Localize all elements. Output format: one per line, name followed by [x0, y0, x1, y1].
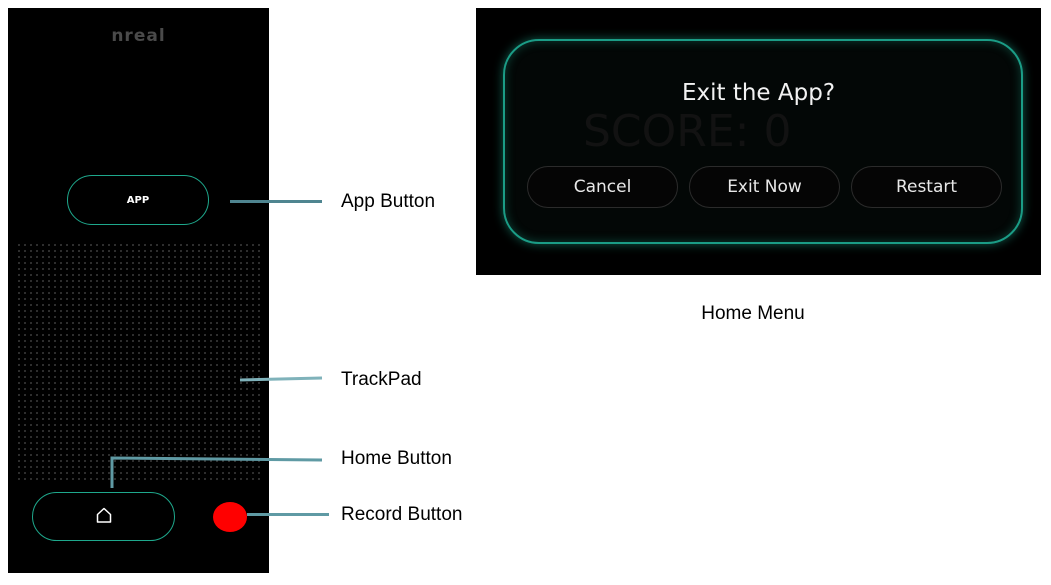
house-icon: [95, 506, 113, 527]
home-menu-panel: SCORE: 0 Exit the App? Cancel Exit Now R…: [476, 8, 1041, 275]
dialog-title: Exit the App?: [681, 80, 836, 106]
exit-now-button[interactable]: Exit Now: [689, 166, 840, 208]
app-button-label: App Button: [341, 191, 436, 212]
home-button[interactable]: [32, 492, 175, 541]
app-button[interactable]: APP: [67, 175, 209, 225]
trackpad-callout-line: [239, 376, 323, 382]
home-button-label: Home Button: [341, 448, 452, 469]
home-button-callout-line: [110, 456, 323, 488]
cancel-button[interactable]: Cancel: [527, 166, 678, 208]
record-button-callout-line: [247, 513, 329, 516]
exit-dialog: [503, 39, 1023, 244]
trackpad-label: TrackPad: [341, 369, 422, 390]
record-button-label: Record Button: [341, 504, 463, 525]
phone-controller: nreal APP: [8, 8, 269, 573]
restart-button[interactable]: Restart: [851, 166, 1002, 208]
trackpad[interactable]: [16, 242, 262, 482]
brand-logo: nreal: [111, 26, 166, 46]
record-button[interactable]: [213, 502, 247, 532]
app-button-callout-line: [230, 200, 322, 203]
score-text: SCORE: 0: [583, 106, 792, 157]
home-menu-caption: Home Menu: [701, 303, 805, 324]
